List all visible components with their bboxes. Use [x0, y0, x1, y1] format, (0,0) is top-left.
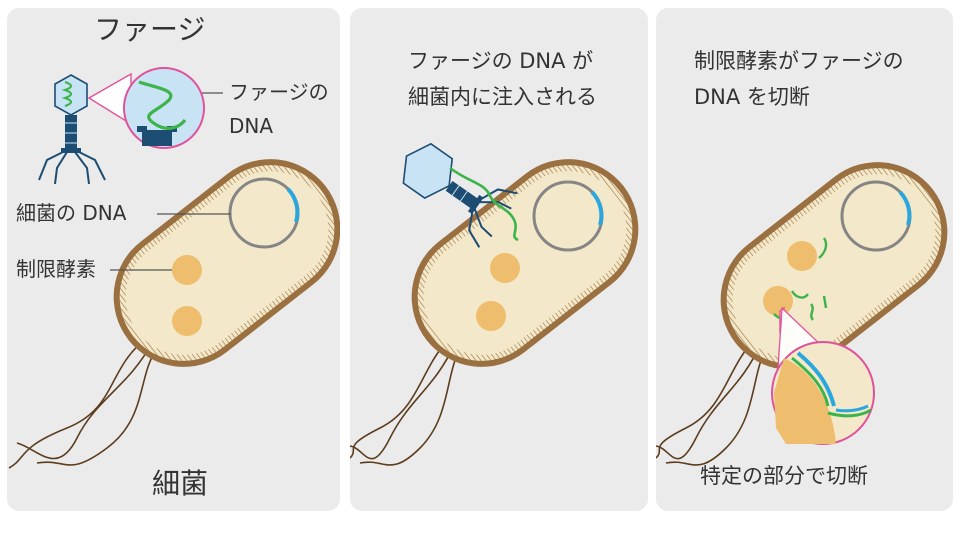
bacterium-cell	[411, 159, 639, 367]
bottom-caption: 特定の部分で切断	[700, 464, 868, 488]
flagella	[350, 337, 461, 466]
panel1-illustration	[8, 67, 340, 469]
bacterium-cell	[113, 159, 340, 367]
cleavage-magnifier	[771, 341, 875, 445]
restriction-enzyme	[787, 241, 817, 271]
phage-dna-magnifier	[123, 67, 205, 149]
dna-recognition-site	[590, 190, 604, 226]
panel3-illustration	[656, 162, 948, 466]
bacterium-label: 細菌	[152, 467, 209, 500]
phage-injecting	[402, 142, 518, 248]
bacteria-dna-label: 細菌の DNA	[16, 201, 127, 225]
flagella	[8, 337, 158, 469]
panel-bacterium-and-phage: ファージ ファージの DNA 細菌の DNA 制限酵素 細菌	[7, 8, 340, 511]
phage-dna-label-line1: ファージの	[229, 80, 329, 104]
dna-recognition-site	[286, 187, 300, 223]
panel2-illustration	[350, 142, 639, 466]
injected-phage-dna	[449, 166, 519, 242]
restriction-enzyme	[172, 255, 202, 285]
phage-title: ファージ	[94, 13, 206, 46]
restriction-enzyme-label: 制限酵素	[16, 257, 96, 281]
restriction-enzyme	[172, 306, 202, 336]
flagella	[656, 337, 767, 466]
phage-dna-label-line2: DNA	[229, 114, 274, 138]
dna-recognition-site	[898, 190, 912, 226]
caption-line2: 細菌内に注入される	[408, 85, 597, 109]
restriction-enzyme	[763, 286, 793, 316]
cut-phage-dna-fragments	[773, 237, 828, 321]
panel-dna-cleavage: 制限酵素がファージの DNA を切断 特定の部分で切断	[656, 8, 953, 511]
caption-line2: DNA を切断	[694, 85, 810, 109]
restriction-enzyme	[490, 253, 520, 283]
phage	[38, 74, 106, 185]
caption-line1: ファージの DNA が	[408, 49, 594, 73]
restriction-enzyme	[476, 301, 506, 331]
panel-dna-injection: ファージの DNA が 細菌内に注入される	[350, 8, 648, 511]
caption-line1: 制限酵素がファージの	[694, 49, 904, 73]
